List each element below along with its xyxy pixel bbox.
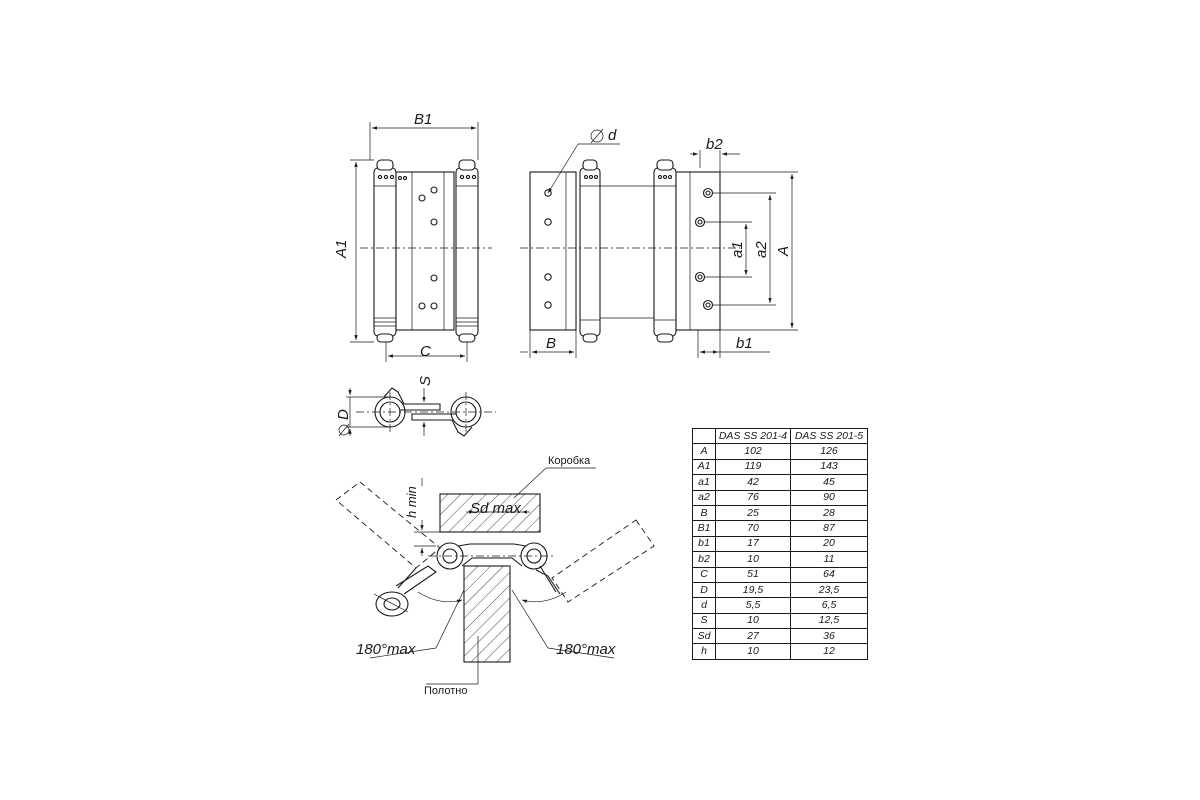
label-B1: B1 bbox=[414, 111, 432, 128]
table-cell: 28 bbox=[790, 504, 868, 522]
table-cell: 42 bbox=[715, 474, 791, 491]
table-cell: 45 bbox=[790, 474, 868, 491]
table-cell: 10 bbox=[715, 643, 791, 660]
label-A1: A1 bbox=[333, 240, 350, 259]
table-cell: 23,5 bbox=[790, 581, 868, 599]
table-cell: 10 bbox=[715, 612, 791, 630]
label-S: S bbox=[417, 376, 434, 386]
installation-diagram bbox=[335, 467, 655, 685]
table-cell: 76 bbox=[715, 489, 791, 506]
front-view bbox=[350, 122, 492, 362]
table-cell: 12 bbox=[790, 643, 868, 660]
table-cell: a2 bbox=[692, 489, 716, 506]
table-cell: 5,5 bbox=[715, 597, 791, 614]
table-cell: S bbox=[692, 612, 716, 630]
table-header-cell bbox=[692, 427, 716, 445]
table-cell: 17 bbox=[715, 535, 791, 553]
table-cell: 19,5 bbox=[715, 581, 791, 599]
label-h-min: h min bbox=[404, 486, 419, 518]
table-cell: 27 bbox=[715, 628, 791, 645]
table-header-row: DAS SS 201-4 DAS SS 201-5 bbox=[692, 427, 868, 445]
label-d: d bbox=[608, 127, 617, 144]
table-cell: 25 bbox=[715, 504, 791, 522]
table-cell: 51 bbox=[715, 566, 791, 583]
table-cell: B1 bbox=[692, 520, 716, 537]
table-cell: 102 bbox=[715, 443, 791, 460]
table-cell: 119 bbox=[715, 458, 791, 476]
table-cell: 87 bbox=[790, 520, 868, 537]
label-b1: b1 bbox=[736, 335, 753, 352]
label-b2: b2 bbox=[706, 136, 723, 153]
table-cell: 6,5 bbox=[790, 597, 868, 614]
table-cell: 70 bbox=[715, 520, 791, 537]
table-cell: d bbox=[692, 597, 716, 614]
table-cell: A bbox=[692, 443, 716, 460]
table-cell: h bbox=[692, 643, 716, 660]
table-cell: A1 bbox=[692, 458, 716, 476]
table-cell: 10 bbox=[715, 551, 791, 568]
label-a2: a2 bbox=[753, 241, 770, 258]
label-A: A bbox=[775, 246, 792, 257]
table-cell: 36 bbox=[790, 628, 868, 645]
label-angle-right: 180°max bbox=[556, 641, 616, 658]
table-cell: a1 bbox=[692, 474, 716, 491]
label-angle-left: 180°max bbox=[356, 641, 416, 658]
section-view bbox=[338, 387, 496, 437]
table-cell: b1 bbox=[692, 535, 716, 553]
table-cell: 143 bbox=[790, 458, 868, 476]
table-header-cell: DAS SS 201-5 bbox=[790, 427, 868, 445]
table-cell: B bbox=[692, 504, 716, 522]
table-cell: 64 bbox=[790, 566, 868, 583]
table-cell: D bbox=[692, 581, 716, 599]
label-B: B bbox=[546, 335, 556, 352]
label-C: C bbox=[420, 343, 431, 360]
label-korobka: Коробка bbox=[548, 455, 591, 467]
table-cell: b2 bbox=[692, 551, 716, 568]
label-polotno: Полотно bbox=[424, 685, 467, 697]
table-cell: Sd bbox=[692, 628, 716, 645]
table-cell: 11 bbox=[790, 551, 868, 568]
label-D: D bbox=[335, 409, 352, 420]
table-cell: 90 bbox=[790, 489, 868, 506]
label-sd-max: Sd max bbox=[470, 500, 521, 517]
side-view bbox=[520, 128, 798, 358]
table-cell: 126 bbox=[790, 443, 868, 460]
label-a1: a1 bbox=[729, 241, 746, 258]
table-cell: 20 bbox=[790, 535, 868, 553]
table-header-cell: DAS SS 201-4 bbox=[715, 427, 791, 445]
table-cell: C bbox=[692, 566, 716, 583]
table-cell: 12,5 bbox=[790, 612, 868, 630]
